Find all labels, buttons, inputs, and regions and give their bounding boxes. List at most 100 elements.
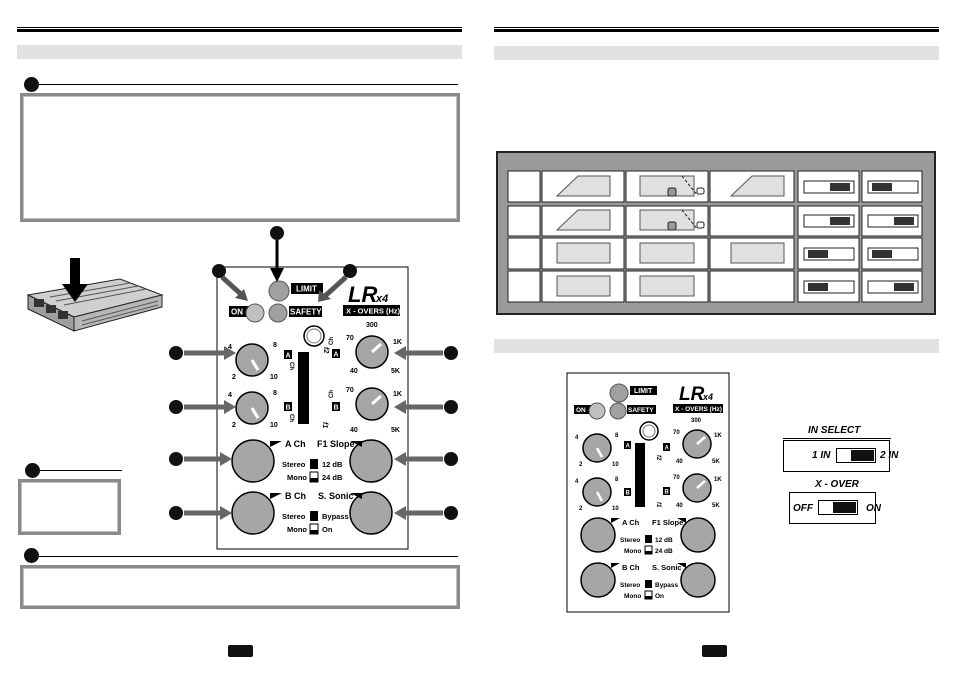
xovers-title: X - OVERS (Hz) <box>346 307 401 316</box>
in-select-switch <box>836 448 876 463</box>
right-header-rule-thick <box>494 29 939 32</box>
xover-ch-a-badge: A <box>334 352 339 359</box>
ch-b-badge: B <box>286 405 291 412</box>
small-on: On <box>655 593 664 600</box>
xover-ch-b-badge: B <box>334 405 339 412</box>
xover-b-tick-5k: 5K <box>391 427 400 434</box>
on-led <box>245 303 265 323</box>
db12-label: 12 dB <box>322 460 343 469</box>
small-db12: 12 dB <box>655 537 673 544</box>
small-ch-a-badge: A <box>626 444 631 450</box>
small-on-label: ON <box>576 407 586 414</box>
xover-knob-b: 70 1K 40 5K <box>346 387 402 434</box>
small-s-sonic: S. Sonic <box>652 563 682 572</box>
f1-slope-label: F1 Slope <box>317 439 355 449</box>
small-f2-label: f2 <box>655 455 661 461</box>
small-xover-ch-a: A <box>665 446 670 452</box>
logo-lr: LR <box>348 282 377 307</box>
small-logo-x4: x4 <box>702 392 713 402</box>
in-select-left-label: 1 IN <box>812 450 831 461</box>
small-limit-label: LIMIT <box>634 388 653 395</box>
a-ch-label: A Ch <box>285 439 306 449</box>
small-xover-a-70: 70 <box>673 430 680 436</box>
x-over-box <box>789 492 876 524</box>
small-bypass: Bypass <box>655 582 679 589</box>
xover-b-tick-40: 40 <box>350 427 358 434</box>
small-f1-slope: F1 Slope <box>652 518 683 527</box>
in-select-title: IN SELECT <box>808 425 861 436</box>
small-xover-a-5k: 5K <box>712 459 720 465</box>
stereo-label-1: Stereo <box>282 460 306 469</box>
small-b-ch: B Ch <box>622 563 640 572</box>
x-over-left-label: OFF <box>793 503 813 514</box>
section-line-1 <box>38 84 458 85</box>
left-section-band <box>17 45 462 59</box>
small-levels-text: LEVELS <box>663 472 669 495</box>
in-select-underline <box>783 438 891 439</box>
down-arrow-black <box>62 258 88 302</box>
f2-label: f2 <box>322 347 329 353</box>
right-section-band-1 <box>494 46 939 60</box>
section-line-3 <box>38 556 458 557</box>
left-header-rule-top <box>17 27 462 28</box>
mono-label-1: Mono <box>287 473 307 482</box>
small-f1-label: f1 <box>655 502 661 508</box>
small-stereo-2: Stereo <box>620 582 640 589</box>
amplifier-illustration <box>26 278 164 332</box>
bullet-2 <box>25 463 40 478</box>
level-b-tick-10: 10 <box>270 422 278 429</box>
a-ch-mode-button <box>231 439 275 483</box>
callout-markers <box>169 226 458 520</box>
in-select-box <box>783 440 890 472</box>
small-xover-a-40: 40 <box>676 459 683 465</box>
s-sonic-button <box>349 491 393 535</box>
xover-a-tick-300: 300 <box>366 322 378 329</box>
f1-slope-button <box>349 439 393 483</box>
on-option-label: On <box>322 525 333 534</box>
small-level-b-8: 8 <box>615 477 619 483</box>
small-level-a-4: 4 <box>575 435 579 441</box>
level-a-tick-10: 10 <box>270 374 278 381</box>
small-ch-b-badge: B <box>626 491 631 497</box>
b-ch-label: B Ch <box>285 491 306 501</box>
levels-text: LEVELS <box>329 385 336 413</box>
small-logo-lr: LR <box>679 384 705 405</box>
right-header-rule-top <box>494 27 939 28</box>
db24-label: 24 dB <box>322 473 343 482</box>
xover-knob-a: 300 70 1K 40 5K <box>346 322 402 375</box>
xover-a-tick-5k: 5K <box>391 368 400 375</box>
text-frame-2 <box>18 479 121 535</box>
small-mono-1: Mono <box>624 548 641 555</box>
small-xover-ch-b: B <box>665 490 670 496</box>
level-a-tick-4: 4 <box>228 344 232 351</box>
in-select-right-label: 2 IN <box>880 450 899 461</box>
logo-x4: x4 <box>375 293 388 305</box>
small-xovers-title: X - OVERS (Hz) <box>675 406 722 413</box>
level-knob-b: 4 8 2 10 <box>228 390 278 429</box>
level-knob-a: 4 8 2 10 <box>228 342 278 381</box>
level-b-tick-4: 4 <box>228 392 232 399</box>
level-a-tick-8: 8 <box>273 342 277 349</box>
left-header-rule-thick <box>17 29 462 32</box>
in-select-switch-knob <box>851 450 874 461</box>
text-frame-1 <box>20 93 460 222</box>
left-page-number <box>228 645 253 657</box>
small-a-ch: A Ch <box>622 518 640 527</box>
small-xover-b-70: 70 <box>673 475 680 481</box>
small-level-a-10: 10 <box>612 462 619 468</box>
limit-label: LIMIT <box>296 285 317 294</box>
s-sonic-label: S. Sonic <box>318 491 354 501</box>
xover-b-tick-70: 70 <box>346 387 354 394</box>
switch-graphics <box>803 180 919 294</box>
small-xover-a-300: 300 <box>691 418 702 424</box>
bullet-1 <box>24 77 39 92</box>
bullet-3 <box>24 548 39 563</box>
x-over-switch-knob <box>833 502 856 513</box>
xover-a-tick-1k: 1K <box>393 339 402 346</box>
small-xover-a-1k: 1K <box>714 433 722 439</box>
small-stereo-1: Stereo <box>620 537 640 544</box>
xover-ch-b-suffix: Ch <box>329 390 335 398</box>
